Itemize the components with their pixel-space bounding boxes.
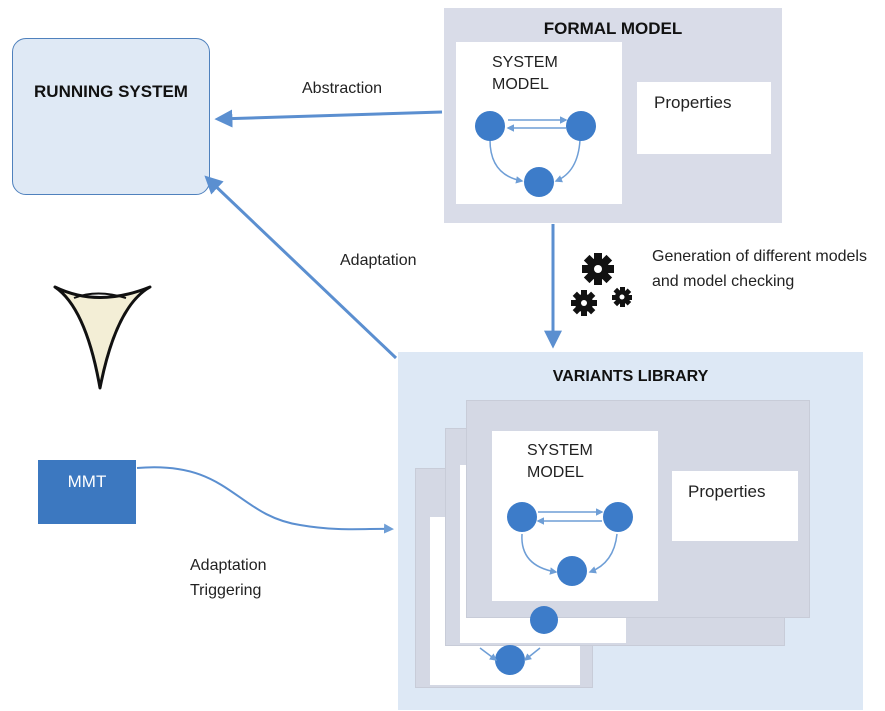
gears-icon xyxy=(571,253,632,316)
state-node-partial xyxy=(495,645,525,675)
state-node xyxy=(557,556,587,586)
variants-library-title: VARIANTS LIBRARY xyxy=(552,368,709,385)
abstraction-arrow xyxy=(214,109,443,128)
abstraction-label: Abstraction xyxy=(302,80,383,97)
adaptation-label: Adaptation xyxy=(340,252,417,269)
variant-state-graph xyxy=(507,502,633,586)
state-node xyxy=(524,167,554,197)
variant-properties-box: Properties xyxy=(672,471,798,541)
formal-properties-box: Properties xyxy=(637,82,771,154)
adaptation-triggering-label: Adaptation Triggering xyxy=(190,557,267,599)
variant-properties-label: Properties xyxy=(688,482,766,501)
mmt-label: MMT xyxy=(67,472,107,491)
state-node-partial xyxy=(530,606,558,634)
formal-model-title: FORMAL MODEL xyxy=(543,19,683,38)
formal-state-graph xyxy=(475,111,596,197)
state-node xyxy=(475,111,505,141)
formal-system-model-label: SYSTEM MODEL xyxy=(492,54,558,93)
mmt-box: MMT xyxy=(38,460,136,524)
state-node xyxy=(507,502,537,532)
running-system-box: RUNNING SYSTEM xyxy=(12,38,210,195)
generation-label: Generation of different models and model… xyxy=(652,248,867,290)
running-system-label: RUNNING SYSTEM xyxy=(34,82,188,101)
state-node xyxy=(566,111,596,141)
variant-system-model-label: SYSTEM MODEL xyxy=(527,442,593,481)
adaptation-arrow xyxy=(204,175,398,360)
formal-properties-label: Properties xyxy=(654,93,732,112)
adaptation-triggering-arrow xyxy=(136,466,394,534)
eye-icon xyxy=(53,285,152,390)
state-node xyxy=(603,502,633,532)
